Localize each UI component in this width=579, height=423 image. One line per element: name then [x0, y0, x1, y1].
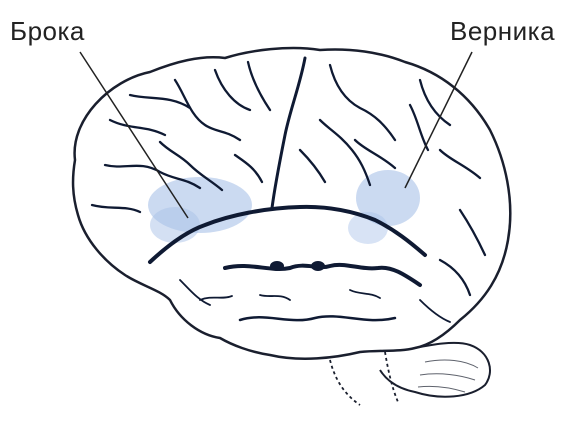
cerebellum-folia: [418, 360, 478, 392]
broca-label: Брока: [10, 18, 85, 44]
temporal-minor-sulci: [180, 280, 450, 322]
sulcus-mark: [311, 261, 325, 271]
cerebrum-outline: [73, 48, 510, 359]
central-sulcus: [272, 58, 305, 208]
inferior-temporal-sulcus: [240, 316, 395, 320]
broca-area-highlight-lower: [150, 207, 200, 243]
sulcus-mark: [270, 261, 284, 271]
wernicke-label: Верника: [450, 18, 555, 44]
wernicke-leader-line: [405, 52, 472, 188]
